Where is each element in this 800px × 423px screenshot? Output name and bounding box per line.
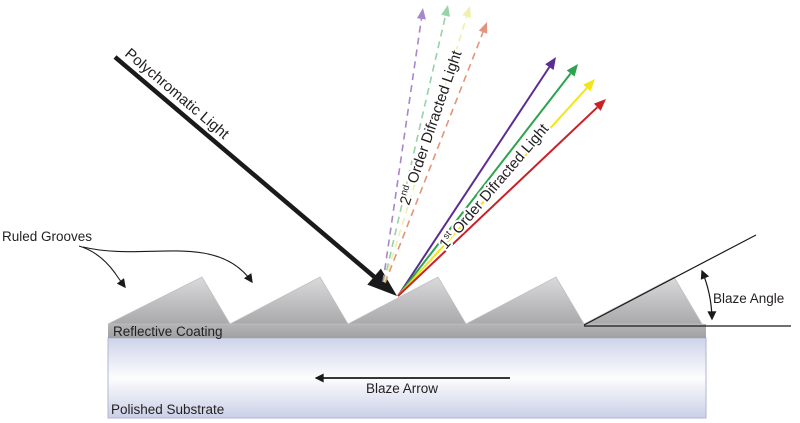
arrowhead	[416, 8, 426, 20]
blaze-angle-arc	[700, 269, 717, 321]
first-order-ray-yellow	[397, 79, 595, 297]
blaze-arrow-label: Blaze Arrow	[366, 381, 438, 396]
second-order-ray-green	[383, 5, 450, 283]
polychromatic-light-label: Polychromatic Light	[121, 45, 232, 143]
incident-ray	[113, 55, 397, 296]
blaze-angle-annotation	[583, 234, 791, 327]
second-order-ray-yellow	[383, 6, 471, 283]
ruled-grooves-pointer-left	[78, 245, 126, 289]
ruled-grooves-label: Ruled Grooves	[2, 229, 92, 244]
first-order-ray-red	[397, 99, 606, 297]
arrowhead	[462, 6, 471, 18]
ruled-grooves-pointer-right	[82, 246, 253, 284]
second-order-rays	[382, 5, 488, 284]
second-order-ray-purple	[382, 8, 426, 283]
polished-substrate-label: Polished Substrate	[111, 402, 224, 417]
second-order-ray-salmon	[384, 22, 488, 284]
arrowhead	[583, 79, 595, 92]
second-order-text: Order Difracted Light	[404, 48, 466, 186]
arrowhead	[593, 99, 606, 111]
blaze-angle-label: Blaze Angle	[713, 291, 784, 306]
arrowhead	[441, 5, 450, 17]
incident-ray-line	[113, 55, 380, 282]
reflective-coating-band	[108, 324, 706, 338]
grating-body	[107, 276, 707, 419]
second-order-superscript: nd	[398, 184, 412, 198]
first-order-text: Order Difracted Light	[449, 120, 553, 238]
first-order-rays	[397, 57, 606, 297]
arrowhead	[545, 57, 556, 70]
first-order-ray-green	[397, 64, 578, 297]
ruled-grooves-annotation	[78, 245, 253, 289]
incident-ray-arrowhead	[367, 268, 397, 296]
reflective-coating-label: Reflective Coating	[113, 324, 223, 339]
arrowhead	[566, 64, 578, 77]
first-order-label: 1stOrder Difracted Light	[435, 119, 552, 252]
sawtooth-grooves	[107, 276, 703, 325]
blaze-facet-line	[583, 234, 757, 326]
first-order-ray-purple	[397, 57, 556, 297]
arrowhead	[478, 22, 488, 34]
